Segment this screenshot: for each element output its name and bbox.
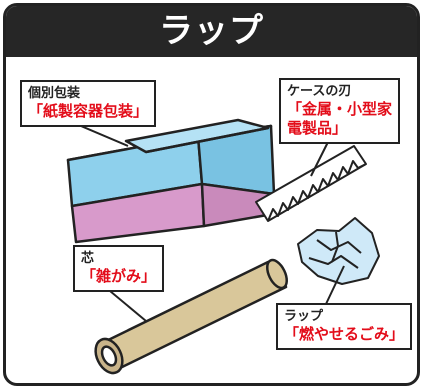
poster-frame: ラップ — [3, 3, 420, 386]
label-box-packaging: 個別包装 「紙製容器包装」 — [20, 80, 157, 127]
title-bar: ラップ — [6, 6, 417, 57]
box-caption: 個別包装 — [28, 86, 81, 101]
core-caption: 芯 — [81, 251, 95, 266]
wrap-box-illustration — [66, 118, 276, 244]
label-core: 芯 「雑がみ」 — [73, 245, 165, 292]
wrap-caption: ラップ — [284, 309, 324, 324]
paper-core-illustration — [94, 258, 288, 375]
label-case-blade: ケースの刃 「金属・小型家 電製品」 — [279, 78, 401, 144]
crumpled-wrap-illustration — [297, 217, 380, 285]
illustration-canvas — [66, 118, 380, 375]
saw-blade-illustration — [255, 145, 367, 222]
box-category: 「紙製容器包装」 — [28, 102, 149, 120]
label-wrap: ラップ 「燃やせるごみ」 — [276, 303, 413, 350]
blade-category: 「金属・小型家 電製品」 — [287, 100, 393, 137]
page-title: ラップ — [159, 11, 264, 51]
blade-caption: ケースの刃 — [287, 84, 352, 99]
core-category: 「雑がみ」 — [81, 267, 157, 285]
wrap-category: 「燃やせるごみ」 — [284, 325, 405, 343]
